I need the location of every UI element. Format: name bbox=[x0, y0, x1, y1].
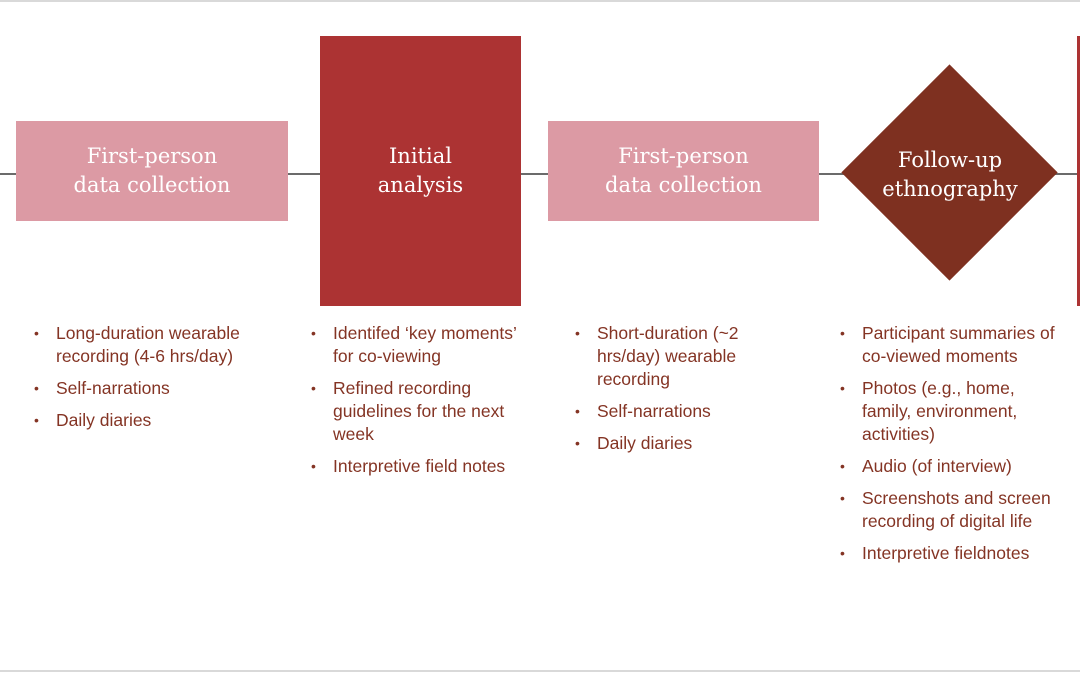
stage-3-bullet-list: Short-duration (~2 hrs/day) wearable rec… bbox=[573, 322, 773, 464]
bullet-item: Short-duration (~2 hrs/day) wearable rec… bbox=[573, 322, 773, 391]
stage-first-person-data-collection-1: First-person data collection bbox=[16, 121, 288, 221]
bullet-item: Identifed ‘key moments’ for co-viewing bbox=[309, 322, 539, 368]
stage-1-bullet-list: Long-duration wearable recording (4-6 hr… bbox=[32, 322, 277, 441]
bullet-item: Long-duration wearable recording (4-6 hr… bbox=[32, 322, 277, 368]
next-stage-edge bbox=[1077, 36, 1080, 306]
connector-line-3 bbox=[819, 173, 849, 175]
stage-initial-analysis: Initial analysis bbox=[320, 36, 521, 306]
stage-4-bullet-list: Participant summaries of co-viewed momen… bbox=[838, 322, 1066, 574]
connector-line-1 bbox=[288, 173, 320, 175]
bullet-item: Photos (e.g., home, family, environment,… bbox=[838, 377, 1066, 446]
bottom-border bbox=[0, 670, 1080, 672]
bullet-item: Self-narrations bbox=[32, 377, 277, 400]
bullet-item: Interpretive fieldnotes bbox=[838, 542, 1066, 565]
stage-first-person-data-collection-2: First-person data collection bbox=[548, 121, 819, 221]
bullet-item: Screenshots and screen recording of digi… bbox=[838, 487, 1066, 533]
stage-follow-up-ethnography-label: Follow-up ethnography bbox=[882, 148, 1018, 201]
connector-line-2 bbox=[521, 173, 548, 175]
connector-line-left bbox=[0, 173, 16, 175]
bullet-item: Participant summaries of co-viewed momen… bbox=[838, 322, 1066, 368]
top-border bbox=[0, 0, 1080, 2]
bullet-item: Refined recording guidelines for the nex… bbox=[309, 377, 539, 446]
connector-line-right bbox=[1051, 173, 1080, 175]
bullet-item: Self-narrations bbox=[573, 400, 773, 423]
bullet-item: Daily diaries bbox=[573, 432, 773, 455]
bullet-item: Audio (of interview) bbox=[838, 455, 1066, 478]
stage-2-bullet-list: Identifed ‘key moments’ for co-viewingRe… bbox=[309, 322, 539, 487]
bullet-item: Daily diaries bbox=[32, 409, 277, 432]
bullet-item: Interpretive field notes bbox=[309, 455, 539, 478]
